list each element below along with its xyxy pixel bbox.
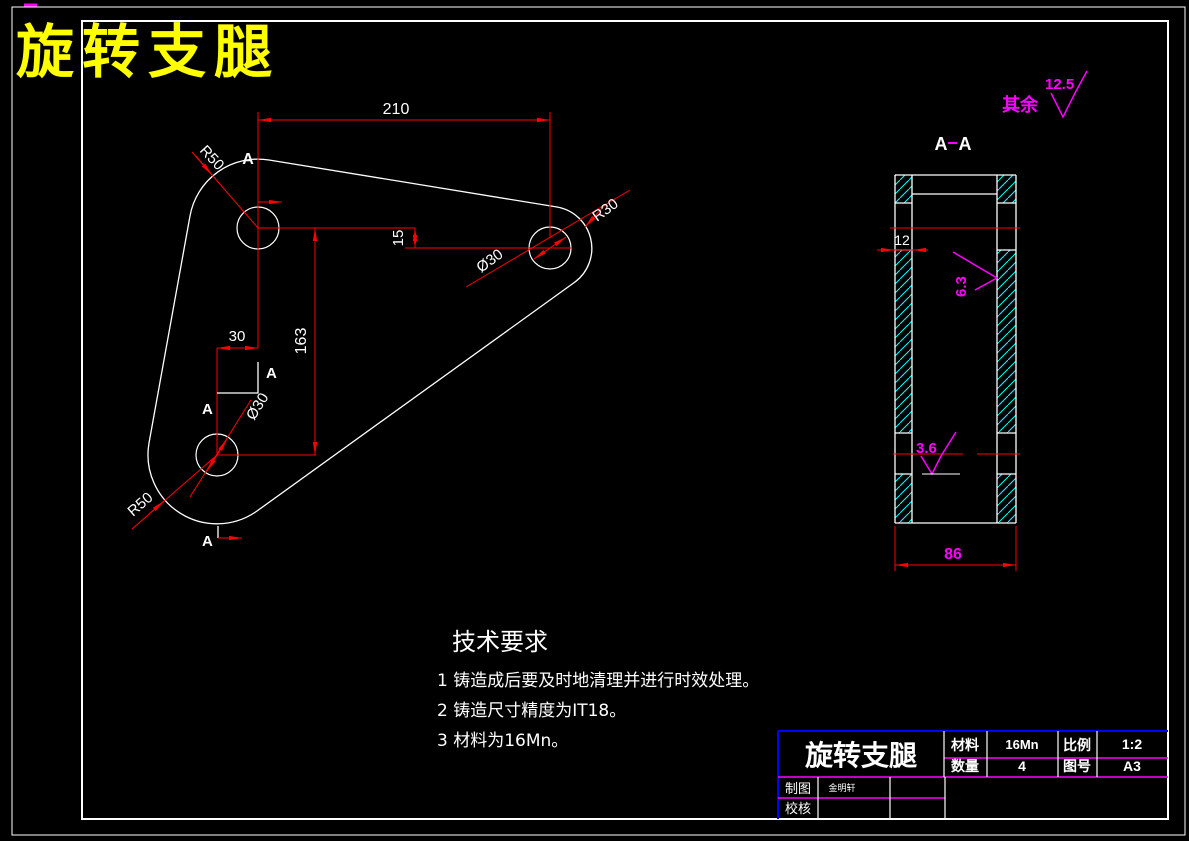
roughness-3-6-value: 3.6 xyxy=(916,440,937,457)
tech-requirements: 技术要求 1 铸造成后要及时地清理并进行时效处理。 2 铸造尺寸精度为IT18。… xyxy=(437,628,759,751)
roughness-symbol-tail xyxy=(1074,70,1088,94)
section-jog-line xyxy=(217,362,259,394)
material-label: 材料 xyxy=(951,737,979,754)
dim-30: 30 xyxy=(229,328,246,345)
roughness-3-6: 3.6 xyxy=(916,431,960,476)
section-mark-bottom: A xyxy=(202,533,213,550)
title-block: 旋转支腿 材料 16Mn 比例 1:2 数量 4 图号 A3 制图 金明轩 校核 xyxy=(777,730,1168,819)
dim-wall-12: 12 xyxy=(894,232,910,248)
section-view: A A xyxy=(877,134,1020,571)
dim-210: 210 xyxy=(383,101,410,118)
drawing-title: 旋转支腿 xyxy=(16,18,280,86)
outer-border xyxy=(11,6,1186,836)
part-outline xyxy=(147,158,593,525)
qty-label: 数量 xyxy=(951,758,979,775)
section-cut-marks: A A A A xyxy=(202,151,282,550)
drawing-no-label: 图号 xyxy=(1063,759,1091,775)
scale-value: 1:2 xyxy=(1122,736,1142,752)
section-mark-jog-upper: A xyxy=(266,365,277,382)
drafter-value: 金明轩 xyxy=(828,782,855,794)
dim-163: 163 xyxy=(293,328,310,355)
general-roughness-note: 其余 12.5 xyxy=(1002,70,1088,119)
section-title-a1: A xyxy=(935,134,948,154)
section-outline xyxy=(894,174,1017,524)
dim-dia30-bottom: Ø30 xyxy=(243,390,272,423)
part-name: 旋转支腿 xyxy=(805,739,917,772)
tech-requirement-item: 1 铸造成后要及时地清理并进行时效处理。 xyxy=(437,671,759,691)
material-value: 16Mn xyxy=(1005,737,1038,752)
tech-requirements-title: 技术要求 xyxy=(452,628,548,656)
main-view: 210 163 30 15 R50 R50 R30 Ø30 Ø30 A A A … xyxy=(124,101,631,550)
dim-dia30-right: Ø30 xyxy=(473,246,506,276)
roughness-6-3-value: 6.3 xyxy=(953,276,970,297)
dim-r30: R30 xyxy=(589,195,621,225)
qty-value: 4 xyxy=(1018,758,1026,774)
dim-r50-bottom: R50 xyxy=(124,489,156,520)
title-block-row-lines xyxy=(778,757,1168,799)
scale-label: 比例 xyxy=(1063,737,1091,754)
tech-requirement-item: 3 材料为16Mn。 xyxy=(437,731,568,751)
dim-width-86: 86 xyxy=(944,546,962,563)
section-dimension-lines xyxy=(877,227,1020,571)
tech-requirement-item: 2 铸造尺寸精度为IT18。 xyxy=(437,701,626,721)
section-hatching xyxy=(895,175,1016,523)
dim-15: 15 xyxy=(390,230,407,247)
checker-label: 校核 xyxy=(785,801,811,817)
title-block-column-lines xyxy=(817,731,1098,819)
section-title-a2: A xyxy=(959,134,972,154)
sheet-borders xyxy=(11,3,1186,836)
inner-border xyxy=(81,20,1169,820)
roughness-prefix-label: 其余 xyxy=(1002,94,1039,116)
drawing-no-value: A3 xyxy=(1123,758,1141,774)
roughness-value: 12.5 xyxy=(1045,76,1074,93)
section-mark-jog-lower: A xyxy=(202,401,213,418)
dimension-lines xyxy=(131,112,631,530)
roughness-symbol-icon xyxy=(1050,92,1076,119)
drafter-label: 制图 xyxy=(785,782,811,797)
section-mark-top: A xyxy=(242,151,254,168)
roughness-6-3: 6.3 xyxy=(952,251,998,297)
